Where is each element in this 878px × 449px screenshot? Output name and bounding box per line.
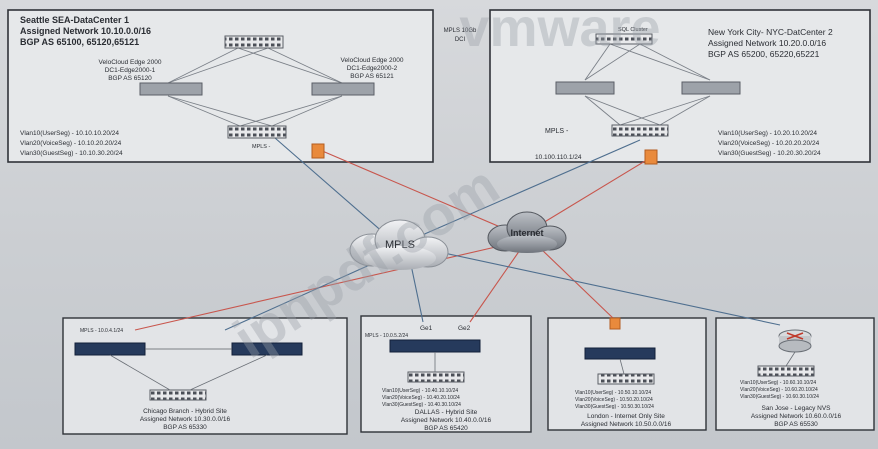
seattle-bgp: BGP AS 65100, 65120,65121 — [20, 37, 139, 47]
newyork-mpls-label: MPLS - — [545, 128, 569, 135]
sanjose-switch — [757, 365, 815, 377]
newyork-internal-links — [584, 43, 711, 126]
newyork-firewall-icon — [644, 149, 658, 165]
newyork-network: Assigned Network 10.20.0.0/16 — [708, 38, 826, 48]
internet-cloud: Internet — [487, 211, 567, 253]
chicago-switch — [149, 389, 207, 401]
sanjose-vlan-voice: Vlan20(VoiceSeg) - 10.60.20.10/24 — [740, 387, 818, 393]
seattle-edge-right-device — [311, 82, 375, 96]
seattle-firewall-icon — [311, 143, 325, 159]
london-caption-network: Assigned Network 10.50.0.0/16 — [581, 421, 672, 428]
seattle-edge-left-device — [139, 82, 203, 96]
seattle-edge-right-model: VeloCloud Edge 2000 — [341, 57, 404, 64]
wan-links — [134, 137, 781, 331]
seattle-edge-right-name: DC1-Edge2000-2 — [347, 65, 398, 72]
vmware-watermark: vmware — [459, 0, 660, 58]
newyork-sql-cluster-switch — [595, 33, 653, 45]
seattle-mpls-label: MPLS - — [252, 144, 271, 150]
internet-cloud-label: Internet — [510, 228, 543, 238]
seattle-edge-left-name: DC1-Edge2000-1 — [105, 67, 156, 74]
newyork-title: New York City- NYC-DatCenter 2 — [708, 27, 833, 37]
chicago-caption-name: Chicago Branch - Hybrid Site — [143, 408, 227, 415]
sanjose-caption-network: Assigned Network 10.60.0.0/16 — [751, 413, 842, 420]
seattle-network: Assigned Network 10.10.0.0/16 — [20, 26, 151, 36]
dallas-edge-device — [389, 339, 481, 353]
chicago-caption-network: Assigned Network 10.30.0.0/16 — [140, 416, 231, 423]
newyork-vlan-user: Vlan10(UserSeg) - 10.20.10.20/24 — [718, 130, 817, 137]
seattle-core-switch — [224, 35, 284, 49]
chicago-caption-bgp: BGP AS 65330 — [163, 424, 207, 431]
newyork-bgp: BGP AS 65200, 65220,65221 — [708, 49, 820, 59]
dallas-mpls-label: MPLS - 10.0.5.2/24 — [365, 333, 408, 339]
sanjose-vlan-guest: Vlan30(GuestSeg) - 10.60.30.10/24 — [740, 394, 819, 400]
sanjose-vlan-user: Vlan10(UserSeg) - 10.60.10.10/24 — [740, 380, 816, 386]
london-edge-device — [584, 347, 656, 360]
seattle-title: Seattle SEA-DataCenter 1 — [20, 15, 129, 25]
seattle-vlan-voice: Vlan20(VoiceSeg) - 10.10.20.20/24 — [20, 140, 122, 147]
newyork-site-box — [489, 9, 871, 163]
dallas-vlan-guest: Vlan30(GuestSeg) - 10.40.30.10/24 — [382, 402, 461, 408]
dallas-port-ge2: Ge2 — [458, 325, 471, 332]
london-vlan-voice: Vlan20(VoiceSeg) - 10.50.20.10/24 — [575, 397, 653, 403]
dallas-vlan-voice: Vlan20(VoiceSeg) - 10.40.20.10/24 — [382, 395, 460, 401]
seattle-access-switch — [227, 125, 287, 139]
seattle-edge-left-model: VeloCloud Edge 2000 — [99, 59, 162, 66]
london-switch — [597, 373, 655, 385]
dallas-caption-bgp: BGP AS 65420 — [424, 425, 468, 432]
sanjose-caption-name: San Jose - Legacy NVS — [761, 405, 831, 412]
seattle-edge-left-bgp: BGP AS 65120 — [108, 75, 152, 82]
dallas-switch — [407, 371, 465, 383]
dallas-caption-network: Assigned Network 10.40.0.0/16 — [401, 417, 492, 424]
dci-link-label-1: MPLS 10Gb — [444, 28, 477, 34]
newyork-sql-label: SQL Cluster — [618, 27, 648, 33]
london-caption-name: London - Internet Only Site — [587, 413, 665, 420]
newyork-edge-right-device — [681, 81, 741, 95]
mpls-cloud-label: MPLS — [385, 239, 415, 251]
sanjose-caption-bgp: BGP AS 65530 — [774, 421, 818, 428]
newyork-vlan-guest: Vlan30(GuestSeg) - 10.20.30.20/24 — [718, 150, 821, 157]
dallas-vlan-user: Vlan10(UserSeg) - 10.40.10.10/24 — [382, 388, 458, 394]
newyork-edge-left-device — [555, 81, 615, 95]
sanjose-router-icon — [778, 329, 812, 353]
newyork-vlan-voice: Vlan20(VoiceSeg) - 10.20.20.20/24 — [718, 140, 820, 147]
dallas-port-ge1: Ge1 — [420, 325, 433, 332]
london-vlan-user: Vlan10(UserSeg) - 10.50.10.10/24 — [575, 390, 651, 396]
dci-link-label-2: DCI — [455, 37, 466, 43]
newyork-mpls-address: 10.100.110.1/24 — [535, 154, 582, 161]
chicago-site-box — [62, 317, 348, 435]
seattle-vlan-user: Vlan10(UserSeg) - 10.10.10.20/24 — [20, 130, 119, 137]
seattle-edge-right-bgp: BGP AS 65121 — [350, 73, 394, 80]
chicago-edge-device-1 — [74, 342, 146, 356]
mpls-cloud: MPLS — [349, 219, 449, 270]
newyork-access-switch — [611, 124, 669, 137]
chicago-mpls-label: MPLS - 10.0.4.1/24 — [80, 328, 123, 334]
seattle-vlan-guest: Vlan30(GuestSeg) - 10.10.30.20/24 — [20, 150, 123, 157]
seattle-internal-links — [167, 47, 343, 127]
dallas-caption-name: DALLAS - Hybrid Site — [415, 409, 478, 416]
london-vlan-guest: Vlan30(GuestSeg) - 10.50.30.10/24 — [575, 404, 654, 410]
london-firewall-icon — [609, 317, 621, 330]
